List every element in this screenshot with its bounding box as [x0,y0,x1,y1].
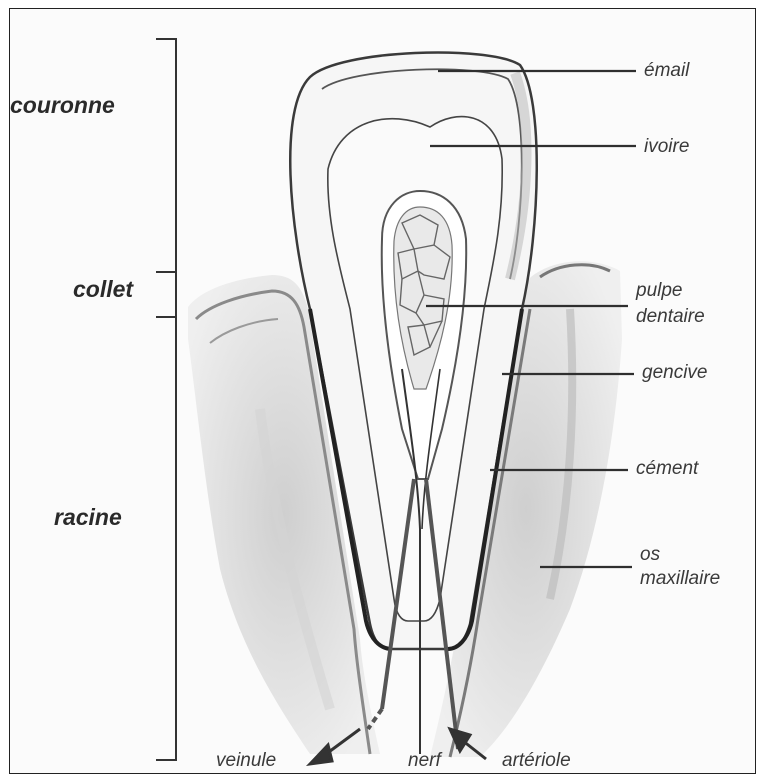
label-pulpe-2: dentaire [636,305,705,329]
label-email: émail [644,59,689,83]
label-nerf: nerf [408,749,441,773]
bracket-racine [156,317,176,760]
bracket-couronne [156,39,176,272]
tooth-illustration [10,9,755,773]
label-couronne: couronne [10,93,115,117]
bracket-collet [156,272,176,317]
label-os-1: os [640,543,660,567]
label-cement: cément [636,457,698,481]
label-ivoire: ivoire [644,135,689,159]
label-veinule: veinule [216,749,276,773]
region-brackets [156,39,176,760]
diagram-frame: couronne collet racine émail ivoire pulp… [9,8,756,774]
label-os-2: maxillaire [640,567,720,591]
label-arteriole: artériole [502,749,571,773]
label-pulpe-1: pulpe [636,279,683,303]
label-racine: racine [54,505,122,529]
label-gencive: gencive [642,361,708,385]
label-collet: collet [73,277,133,301]
